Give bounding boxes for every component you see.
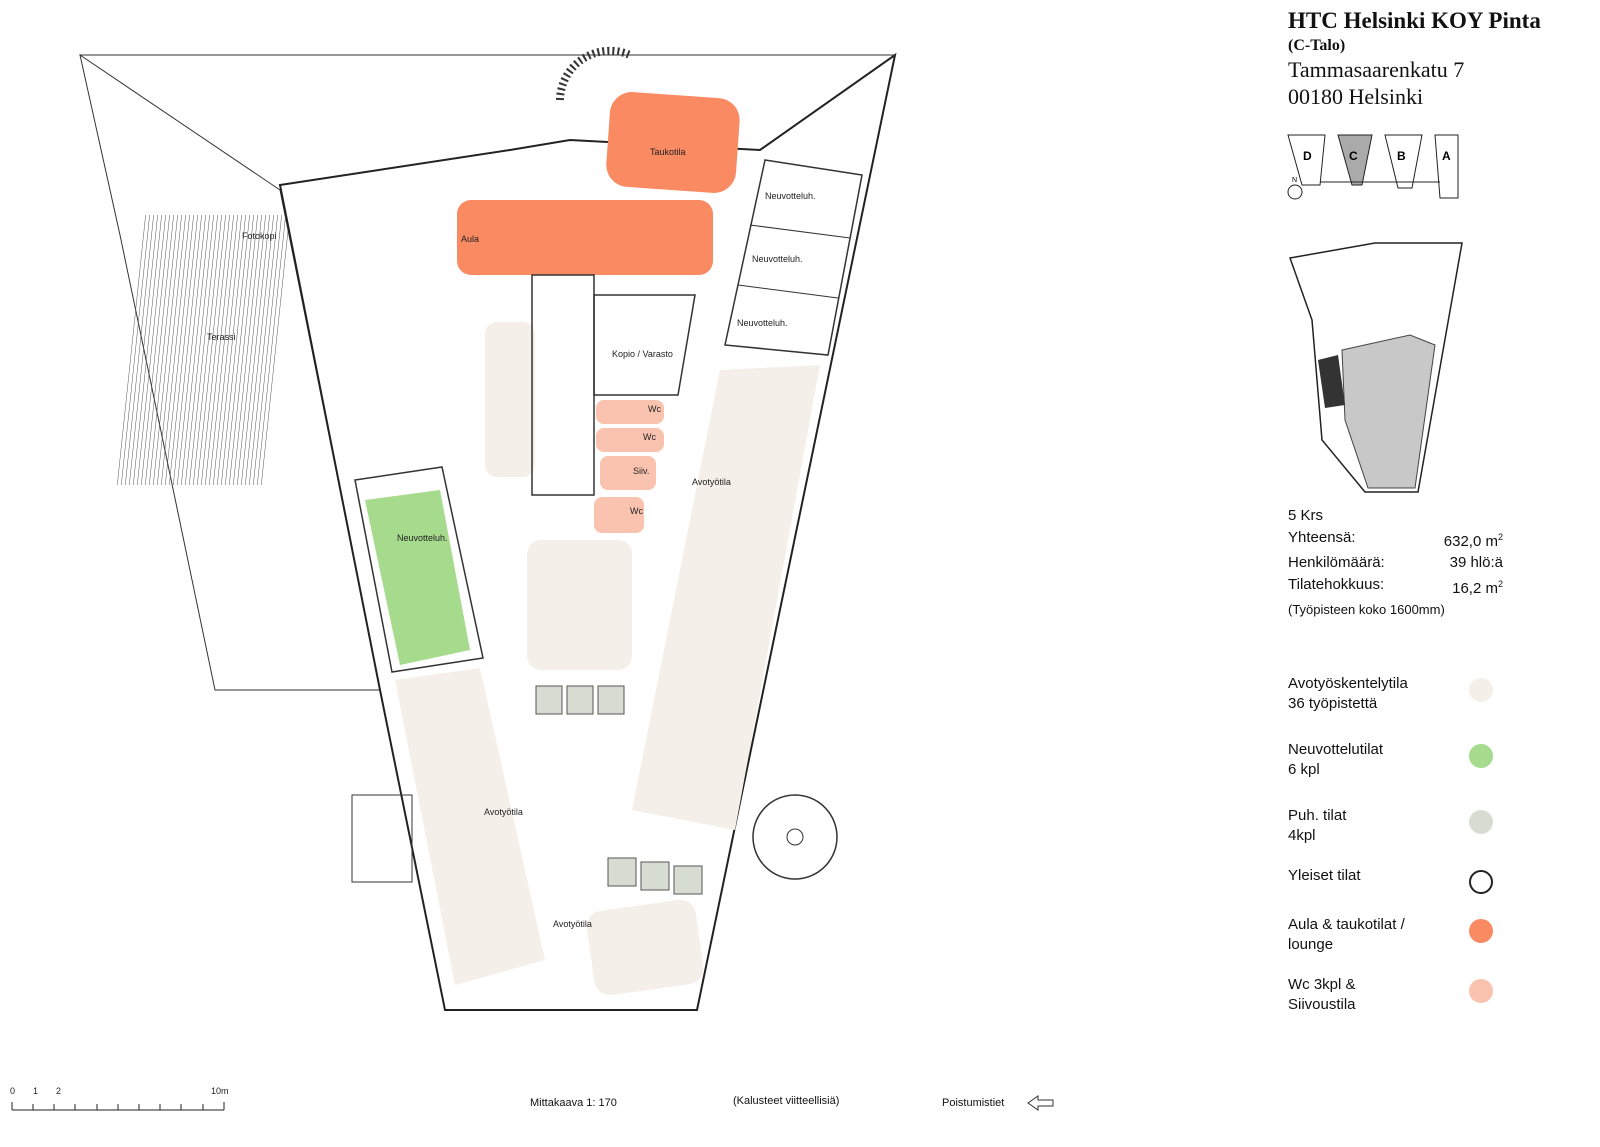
zone-aula (457, 200, 713, 275)
meeting-room-outline (354, 466, 484, 673)
key-building: C (1349, 149, 1358, 163)
legend-item: Avotyöskentelytila 36 työpistettä (1288, 674, 1493, 714)
floor-mini-plan (1288, 242, 1463, 493)
phone-booth (673, 865, 703, 895)
legend-label: Yleiset tilat (1288, 867, 1361, 884)
phone-booth (535, 685, 563, 715)
scale-bar: 0 1 2 10m (10, 1086, 229, 1111)
scale-tick: 2 (56, 1086, 61, 1096)
zone-wc1 (596, 400, 664, 424)
key-building: B (1397, 149, 1406, 163)
legend-swatch (1469, 678, 1493, 702)
furniture-note: (Kalusteet viitteellisiä) (733, 1095, 840, 1107)
exit-arrow-icon (1027, 1095, 1054, 1111)
label-neuvotteluh: Neuvotteluh. (737, 318, 788, 328)
label-aula: Aula (461, 234, 479, 244)
label-neuvotteluh: Neuvotteluh. (765, 191, 816, 201)
kopio-room (593, 294, 696, 396)
stat-row: Tilatehokkuus:16,2 m2 (1288, 575, 1503, 597)
label-neuvotteluh: Neuvotteluh. (752, 254, 803, 264)
workstation-note: (Työpisteen koko 1600mm) (1288, 602, 1445, 617)
label-siiv: Siiv. (633, 466, 649, 476)
label-neuvotteluh: Neuvotteluh. (397, 533, 448, 543)
zone-siiv (600, 456, 656, 490)
phone-booth (607, 857, 637, 887)
legend-sublabel: 6 kpl (1288, 761, 1320, 778)
exits-label: Poistumistiet (942, 1097, 1005, 1109)
phone-booth (566, 685, 594, 715)
legend-label: Aula & taukotilat / (1288, 916, 1405, 933)
floor-number: 5 Krs (1288, 507, 1324, 524)
north-label: N (1292, 177, 1297, 184)
label-terassi: Terassi (207, 332, 236, 342)
zone-open-left (485, 322, 535, 477)
terrace-decking (114, 215, 293, 485)
key-building: D (1303, 149, 1312, 163)
annex-box (351, 794, 413, 883)
stat-row: Yhteensä:632,0 m2 (1288, 528, 1503, 550)
label-taukotila: Taukotila (650, 147, 686, 157)
zone-wc3 (594, 497, 644, 533)
building-subtitle: (C-Talo) (1288, 37, 1346, 54)
key-plan: D C B A N (1287, 134, 1459, 200)
legend-label: Puh. tilat (1288, 807, 1347, 824)
floor-stats: 5 Krs Yhteensä:632,0 m2 Henkilömäärä:39 … (1288, 505, 1503, 621)
legend-swatch (1469, 919, 1493, 943)
legend-item: Wc 3kpl & Siivoustila (1288, 975, 1493, 1015)
meeting-rooms-right (724, 159, 863, 356)
spiral-stair (752, 794, 838, 880)
stat-row: Henkilömäärä:39 hlö:ä (1288, 554, 1503, 571)
address-city: 00180 Helsinki (1288, 84, 1424, 109)
label-wc: Wc (643, 432, 656, 442)
legend-label: Wc 3kpl & (1288, 976, 1356, 993)
phone-booth (640, 861, 670, 891)
legend-item: Yleiset tilat (1288, 866, 1493, 894)
legend-sublabel: 36 työpistettä (1288, 695, 1378, 712)
address-street: Tammasaarenkatu 7 (1288, 57, 1465, 82)
zone-open-lower-left (395, 668, 545, 985)
legend-swatch (1469, 979, 1493, 1003)
label-avotyotila: Avotyötila (692, 477, 731, 487)
legend-item: Neuvottelutilat 6 kpl (1288, 740, 1493, 780)
label-fotokopi: Fotokopi (242, 231, 277, 241)
zone-meeting-green (365, 490, 470, 665)
phone-booth (597, 685, 625, 715)
label-kopio: Kopio / Varasto (612, 349, 673, 359)
label-wc: Wc (630, 506, 643, 516)
scale-tick: 10m (211, 1086, 229, 1096)
key-building: A (1442, 149, 1451, 163)
zone-wc2 (596, 428, 664, 452)
building-title: HTC Helsinki KOY Pinta (1288, 8, 1541, 33)
spiral-stair-top (556, 46, 632, 101)
legend-swatch (1469, 810, 1493, 834)
label-wc: Wc (648, 404, 661, 414)
legend-sublabel: 4kpl (1288, 827, 1316, 844)
legend-label: Avotyöskentelytila (1288, 675, 1408, 692)
legend-sublabel: Siivoustila (1288, 996, 1356, 1013)
zone-taukotila (606, 92, 740, 193)
zone-open-lower-right (586, 899, 704, 996)
zone-open-right (632, 365, 820, 830)
legend-item: Puh. tilat 4kpl (1288, 806, 1493, 846)
legend-swatch (1469, 744, 1493, 768)
label-avotyotila: Avotyötila (484, 807, 523, 817)
legend-label: Neuvottelutilat (1288, 741, 1384, 758)
scale-tick: 0 (10, 1086, 15, 1096)
zone-open-center (527, 540, 632, 670)
scale-text: Mittakaava 1: 170 (530, 1097, 617, 1109)
scale-tick: 1 (33, 1086, 38, 1096)
legend-swatch (1469, 870, 1493, 894)
legend-sublabel: lounge (1288, 936, 1334, 953)
north-arrow-icon (1287, 184, 1303, 200)
label-avotyotila: Avotyötila (553, 919, 592, 929)
legend-item: Aula & taukotilat / lounge (1288, 915, 1493, 955)
